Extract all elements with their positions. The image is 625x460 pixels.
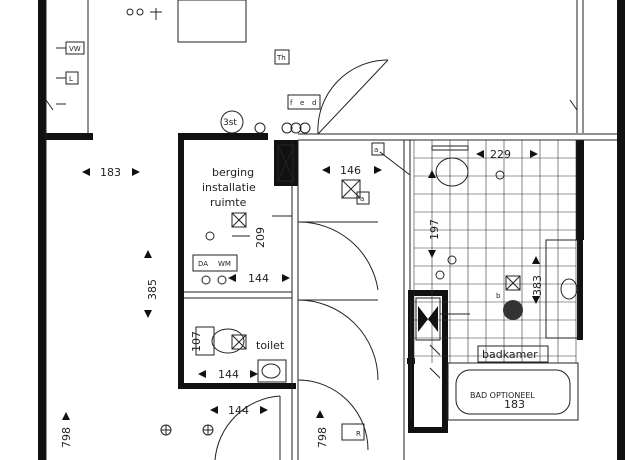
symbol-a-mid: a — [360, 195, 364, 203]
symbol-f: f — [290, 99, 293, 107]
symbol-labels: VW L Th 3st f e d a a DA WM R b — [69, 45, 501, 438]
dimension-798-left: 798 — [60, 427, 73, 448]
dimension-144-toilet: 144 — [218, 368, 239, 381]
room-label-toilet: toilet — [256, 339, 285, 352]
dimension-383: 383 — [531, 275, 544, 296]
room-label-installatie: installatie — [202, 181, 256, 194]
dimension-107: 107 — [190, 331, 203, 352]
room-label-bad-optioneel: BAD OPTIONEEL — [470, 391, 535, 400]
room-labels: berging installatie ruimte toilet badkam… — [202, 166, 549, 400]
symbol-3st: 3st — [223, 118, 237, 128]
dimension-229: 229 — [490, 148, 511, 161]
dimension-183-left: 183 — [100, 166, 121, 179]
dimension-209: 209 — [254, 227, 267, 248]
symbol-l: L — [69, 75, 73, 83]
dimension-146: 146 — [340, 164, 361, 177]
dimension-arrows — [62, 150, 540, 420]
room-label-berging: berging — [212, 166, 254, 179]
symbol-wm: WM — [218, 260, 231, 268]
symbol-vw: VW — [69, 45, 81, 53]
dimension-798-mid: 798 — [316, 427, 329, 448]
symbol-th: Th — [276, 54, 286, 62]
bathroom-tile-grid — [413, 139, 577, 363]
dimension-197: 197 — [428, 219, 441, 240]
symbol-r: R — [356, 430, 361, 438]
dimension-385: 385 — [146, 279, 159, 300]
symbol-b: b — [496, 292, 501, 300]
symbol-e: e — [300, 99, 304, 107]
fixtures — [45, 8, 579, 441]
symbol-a-top: a — [374, 146, 378, 154]
symbol-d: d — [312, 99, 316, 107]
doors — [214, 59, 389, 460]
dimension-183-bath: 183 — [504, 398, 525, 411]
dimension-labels: 183 146 229 144 144 144 183 385 209 107 … — [60, 148, 544, 448]
room-label-badkamer: badkamer — [482, 348, 538, 361]
symbol-da: DA — [198, 260, 208, 268]
dimension-144-hall: 144 — [228, 404, 249, 417]
dimension-144-installatie: 144 — [248, 272, 269, 285]
room-label-ruimte: ruimte — [210, 196, 247, 209]
